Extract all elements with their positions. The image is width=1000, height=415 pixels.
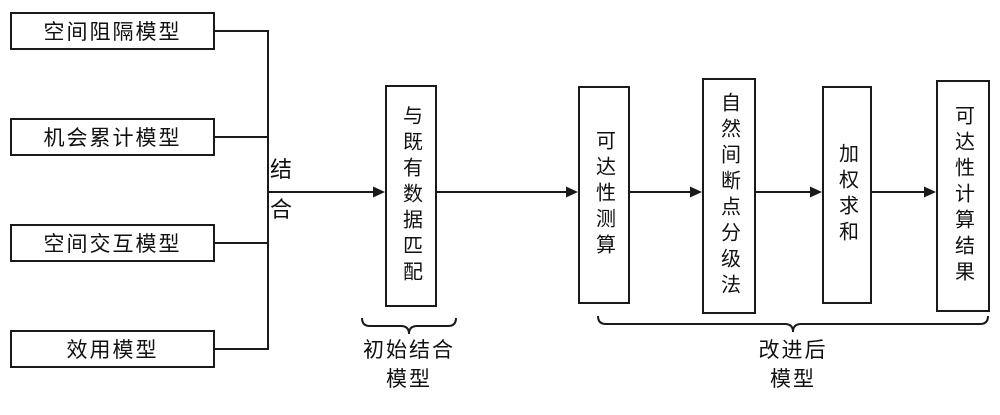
- arrowhead: [373, 186, 385, 198]
- step-box-accessibility-result: 可达性计算结果: [936, 80, 990, 312]
- step-box-weighted-sum: 加权求和: [822, 86, 872, 304]
- combine-label-char: 结: [269, 157, 292, 182]
- underbrace-improved-model: [597, 315, 989, 333]
- caption-line: 模型: [386, 368, 432, 391]
- step-box-natural-breaks-classification: 自然间断点分级法: [702, 78, 756, 314]
- model-box-label: 效用模型: [66, 339, 159, 362]
- step-box-label: 自然间断点分级法: [717, 92, 740, 300]
- combine-label-char: 合: [269, 197, 292, 222]
- caption-initial-combined-model: 初始结合 模型: [329, 336, 489, 394]
- model-box-spatial-interaction: 空间交互模型: [10, 224, 215, 262]
- arrowhead: [810, 186, 822, 198]
- model-box-label: 空间交互模型: [43, 233, 182, 256]
- step-box-label: 加权求和: [835, 143, 858, 247]
- caption-improved-model: 改进后 模型: [713, 336, 873, 394]
- step-box-label: 可达性测算: [592, 130, 615, 260]
- model-box-utility: 效用模型: [10, 330, 215, 368]
- step-box-accessibility-measure: 可达性测算: [578, 86, 630, 304]
- arrowhead: [690, 186, 702, 198]
- model-box-opportunity-accumulation: 机会累计模型: [10, 118, 215, 156]
- caption-line: 初始结合: [363, 339, 455, 362]
- step-box-label: 与既有数据匹配: [399, 105, 422, 287]
- arrowhead: [566, 186, 578, 198]
- caption-line: 模型: [770, 368, 816, 391]
- caption-line: 改进后: [758, 339, 828, 362]
- model-box-label: 空间阻隔模型: [43, 21, 182, 44]
- underbrace-initial-model: [361, 317, 457, 335]
- step-box-label: 可达性计算结果: [951, 105, 974, 287]
- model-box-label: 机会累计模型: [43, 127, 182, 150]
- model-box-spatial-impedance: 空间阻隔模型: [10, 12, 215, 50]
- arrowhead: [924, 186, 936, 198]
- step-box-match-existing-data: 与既有数据匹配: [385, 85, 437, 307]
